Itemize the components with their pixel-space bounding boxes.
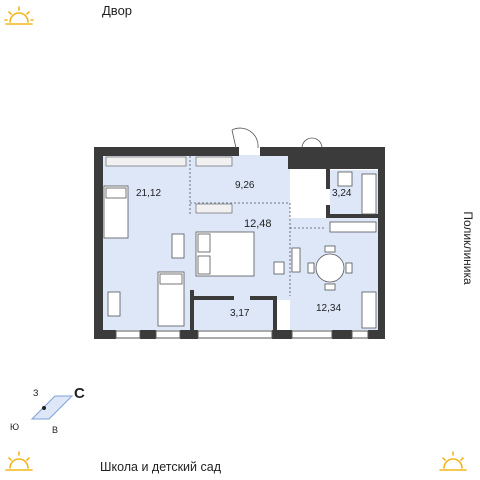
compass-icon <box>30 395 74 420</box>
label-school: Школа и детский сад <box>100 460 221 474</box>
room-area-kitchen: 12,34 <box>316 303 342 314</box>
compass-east: В <box>52 425 59 435</box>
bed-icon <box>103 185 255 327</box>
sun-icon <box>439 451 467 471</box>
dining-table-icon <box>307 245 353 291</box>
label-clinic: Поликлиника <box>456 205 480 295</box>
room-area-bedroom: 12,48 <box>244 218 272 230</box>
label-courtyard: Двор <box>102 3 133 18</box>
walls <box>94 147 385 339</box>
room-area-storage: 3,17 <box>230 308 250 319</box>
room-area-bathroom: 3,24 <box>332 188 352 199</box>
compass-west: З <box>33 388 39 398</box>
room-area-living: 21,12 <box>136 188 162 199</box>
wardrobes <box>105 156 233 214</box>
compass-north: С <box>74 385 85 402</box>
furniture <box>107 171 377 329</box>
zone-dividers <box>189 156 326 296</box>
windows <box>115 330 369 339</box>
door-icon <box>231 127 323 149</box>
room-area-hallway: 9,26 <box>235 180 255 191</box>
sun-icon <box>4 6 34 25</box>
sun-icon <box>5 451 33 471</box>
label-clinic-text: Поликлиника <box>461 211 475 285</box>
compass-south: Ю <box>10 422 20 432</box>
